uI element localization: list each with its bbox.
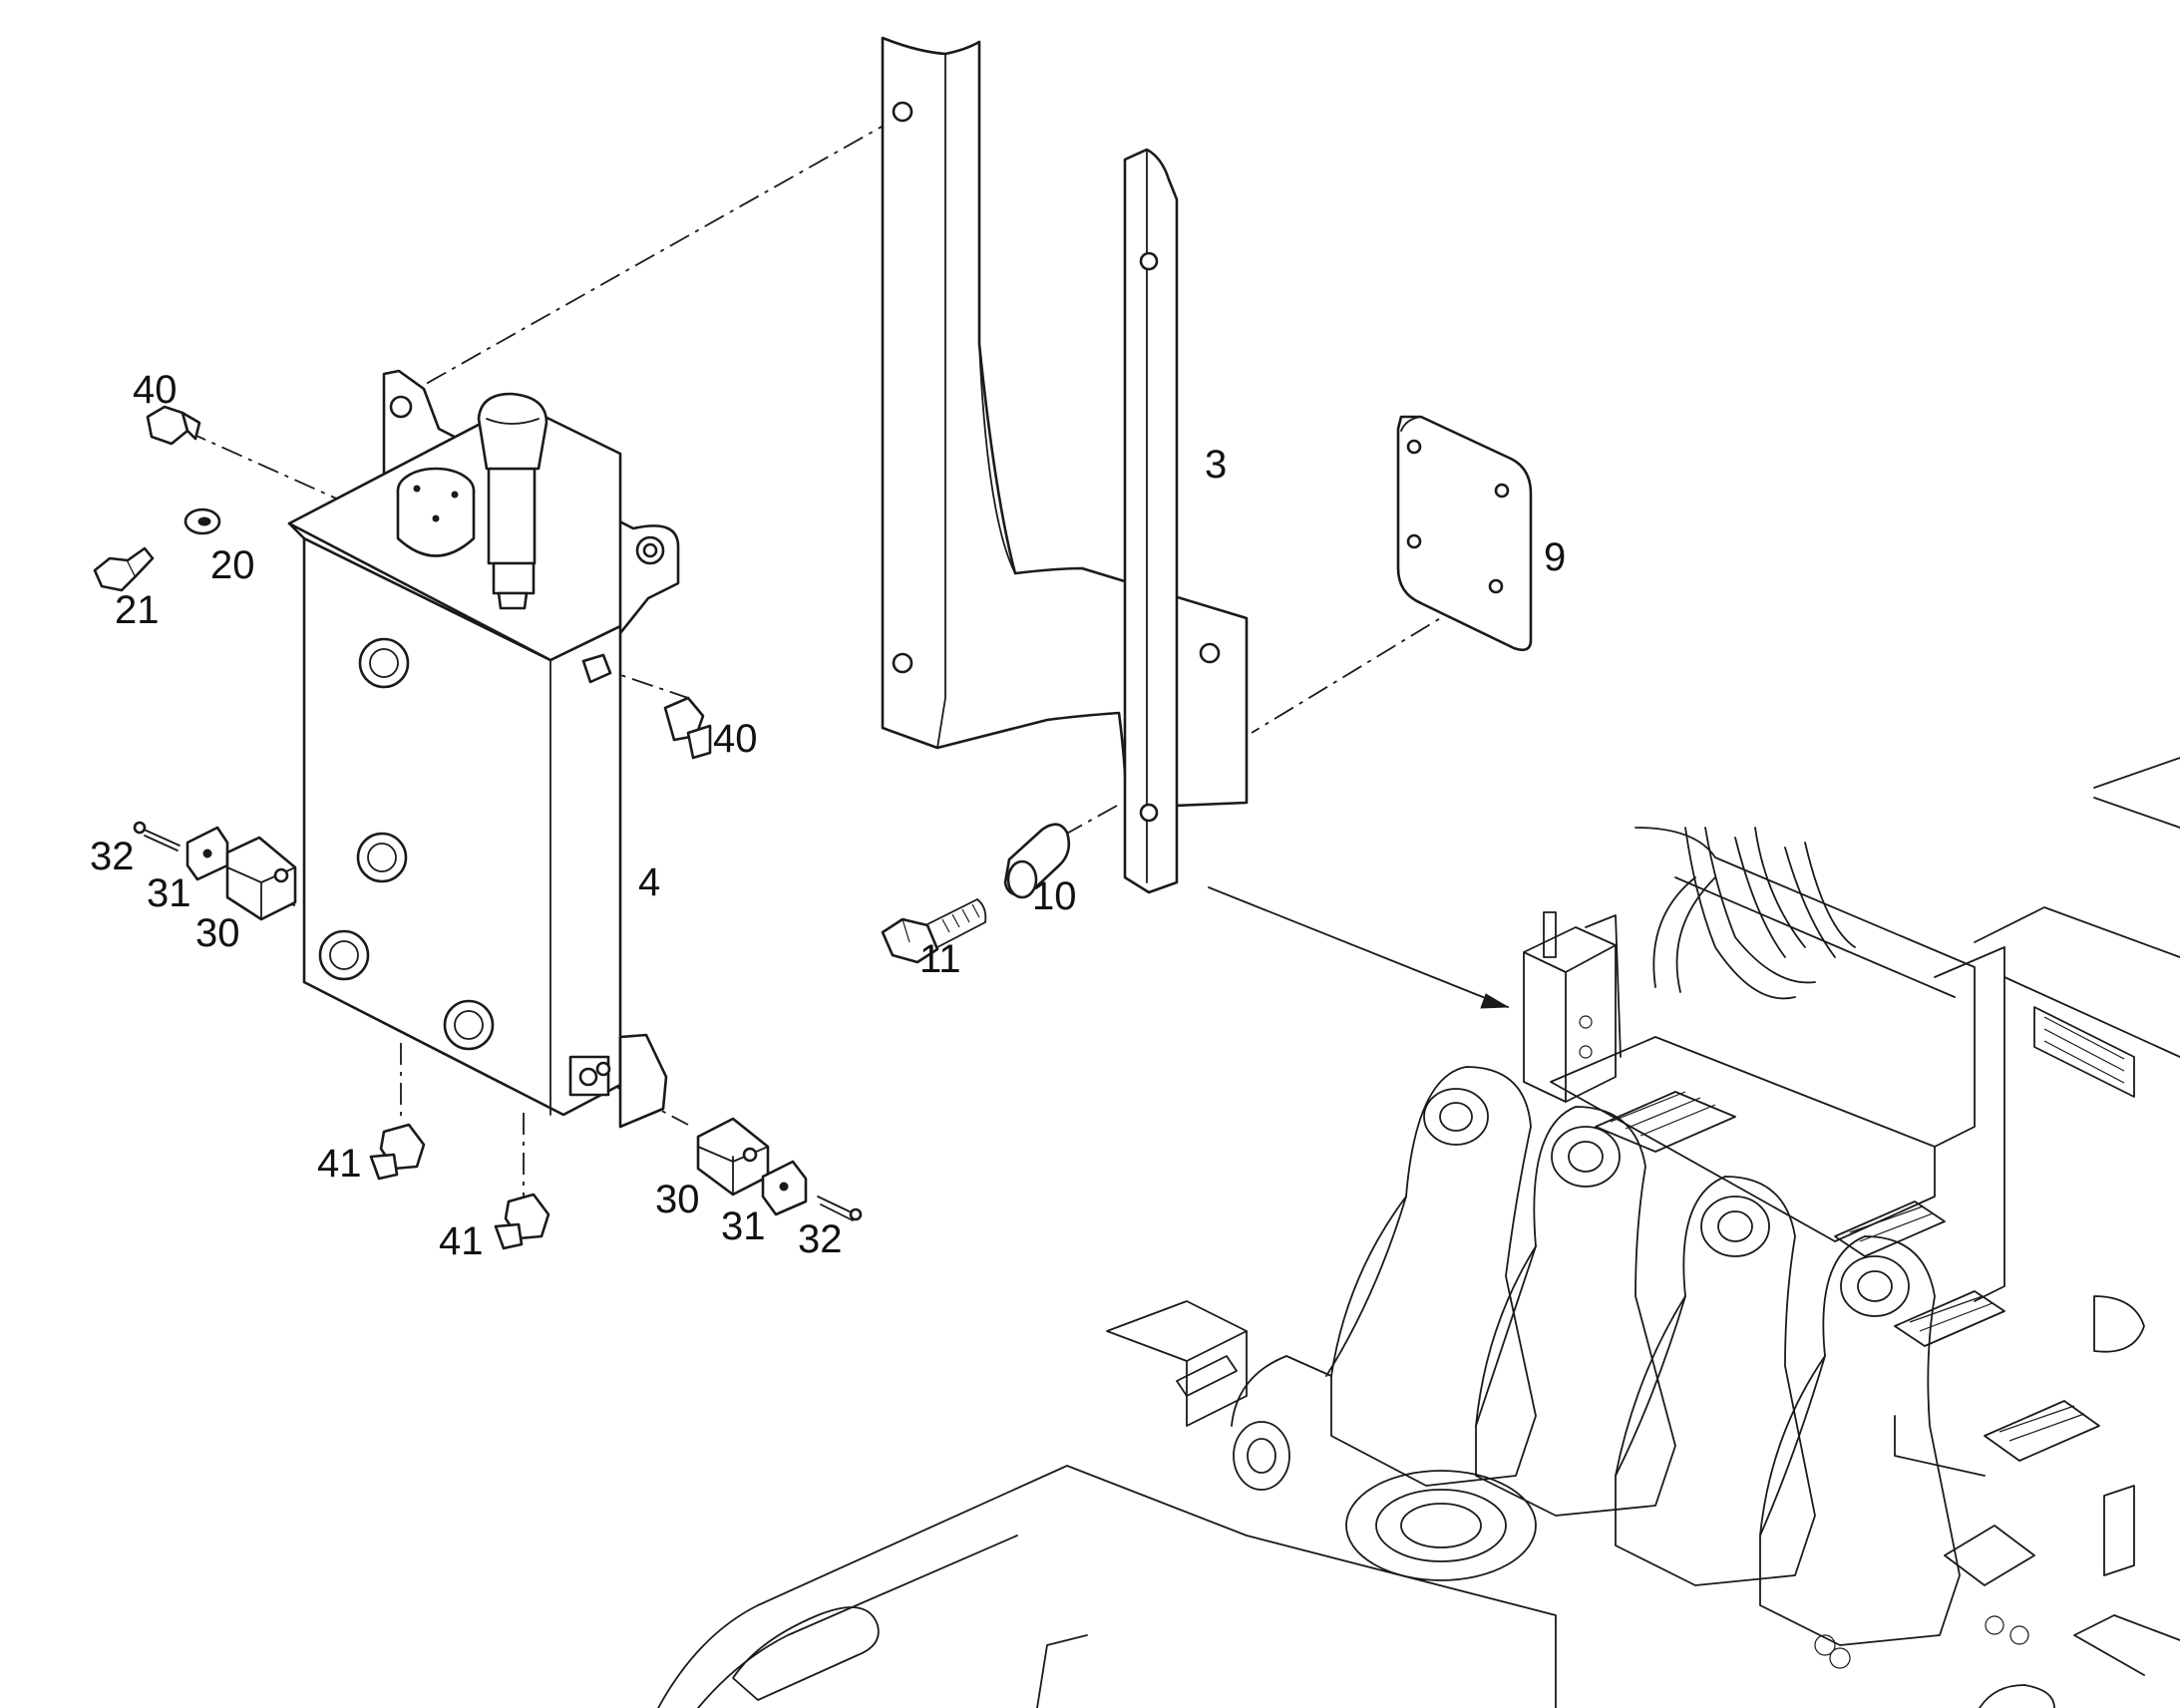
- callout-41-lower-b: 41: [439, 1219, 484, 1263]
- part-10-spacer: [1003, 823, 1071, 899]
- callout-31-left: 31: [147, 871, 191, 915]
- callout-32-right: 32: [798, 1217, 843, 1261]
- part-3-bracket: [881, 36, 1249, 894]
- part-30-clamp-left: [225, 836, 297, 921]
- callout-4: 4: [638, 860, 660, 904]
- part-40-fitting-top: [146, 405, 201, 446]
- callout-30-right: 30: [655, 1178, 700, 1221]
- part-21-bolt: [93, 546, 155, 592]
- part-40-fitting-right: [663, 696, 712, 760]
- part-32-screw-left: [133, 821, 181, 852]
- callout-11: 11: [919, 937, 961, 981]
- machine-frame: [657, 757, 2180, 1708]
- part-41-fitting-lower-a: [369, 1123, 426, 1181]
- grating-icons: [1595, 1006, 2135, 1477]
- part-11-bolt: [881, 898, 987, 964]
- callout-10: 10: [1032, 874, 1077, 918]
- part-30-clamp-right: [696, 1117, 770, 1196]
- part-31-plate-left: [185, 826, 229, 881]
- callout-40-right: 40: [713, 717, 758, 761]
- callout-40-top: 40: [133, 368, 178, 412]
- callout-32-left: 32: [90, 835, 135, 878]
- callout-labels: 3 4 9 10 11 20 21 30 31 32 30 31 32 40 4…: [90, 368, 1566, 1263]
- part-32-screw-right: [817, 1196, 863, 1221]
- callout-31-right: 31: [721, 1204, 766, 1248]
- part-31-plate-right: [761, 1160, 808, 1216]
- callout-30-left: 30: [195, 911, 240, 955]
- callout-41-lower-a: 41: [317, 1142, 362, 1186]
- part-41-fitting-lower-b: [494, 1193, 550, 1250]
- part-9-plate: [1396, 415, 1533, 652]
- callout-20: 20: [210, 543, 255, 587]
- callout-9: 9: [1544, 535, 1566, 579]
- callout-3: 3: [1205, 443, 1227, 487]
- part-4-tank: [287, 369, 680, 1129]
- sight-glass-icons: [318, 637, 495, 1051]
- part-20-washer: [183, 508, 221, 535]
- callout-21: 21: [115, 588, 160, 632]
- installed-tank: [1523, 911, 1622, 1103]
